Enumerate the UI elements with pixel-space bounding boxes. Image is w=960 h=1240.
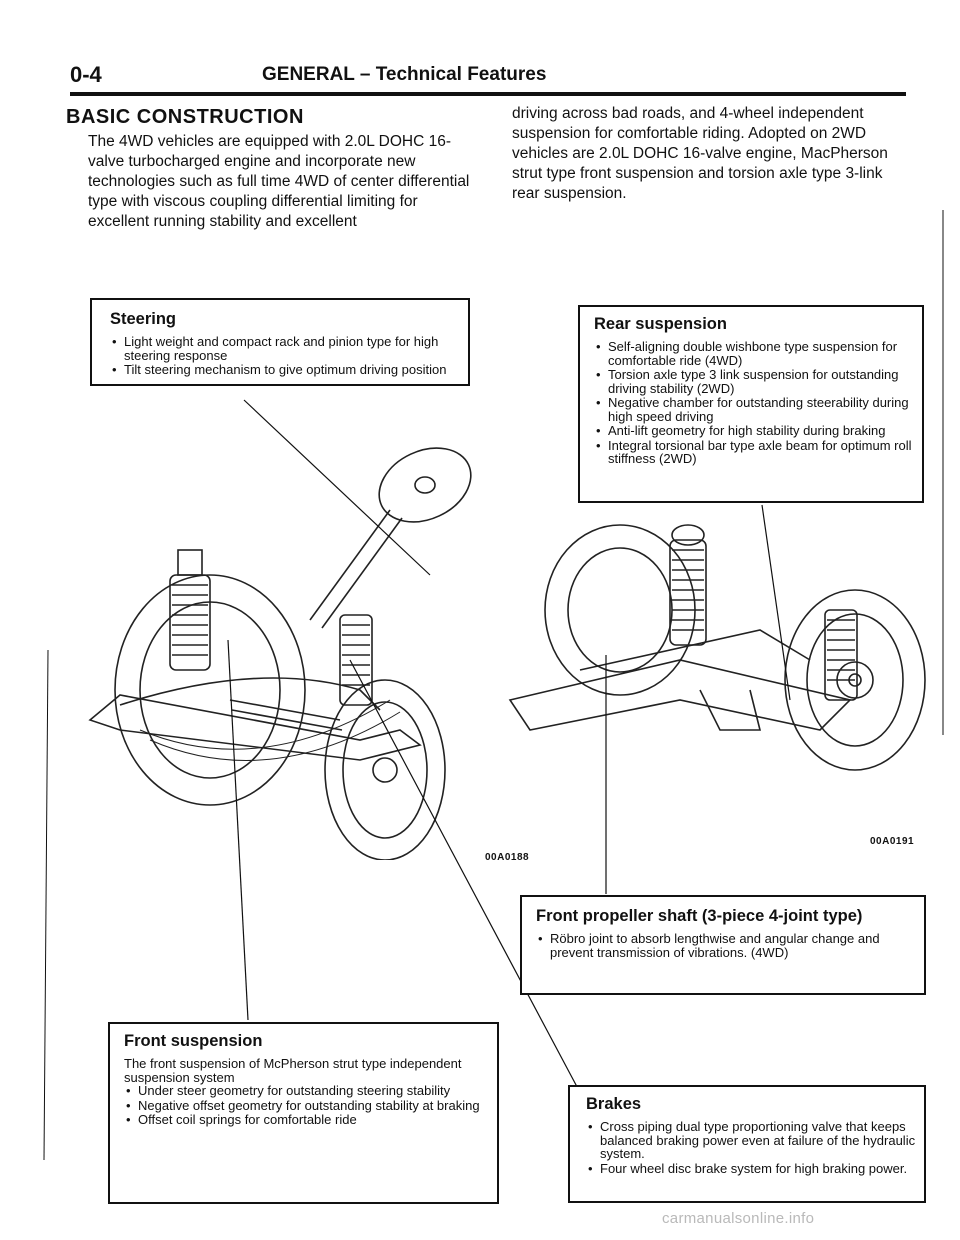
propeller-shaft-callout: Front propeller shaft (3-piece 4-joint t…: [520, 895, 926, 995]
brakes-item: Four wheel disc brake system for high br…: [586, 1161, 916, 1176]
rear-suspension-item: Torsion axle type 3 link suspension for …: [594, 368, 914, 395]
front-suspension-title: Front suspension: [124, 1032, 263, 1050]
propeller-shaft-item: Röbro joint to absorb lengthwise and ang…: [536, 932, 916, 959]
header-subtitle: Technical Features: [375, 64, 547, 85]
propeller-shaft-title: Front propeller shaft (3-piece 4-joint t…: [536, 907, 863, 925]
brakes-callout: Brakes Cross piping dual type proportion…: [568, 1085, 926, 1203]
chassis-illustration: [88, 447, 926, 860]
front-left-wheel: [114, 574, 306, 806]
figure-ref-left: 00A0188: [485, 852, 530, 863]
rear-suspension-item: Negative chamber for outstanding steerab…: [594, 396, 914, 423]
page-number: 0-4: [70, 62, 102, 87]
steering-callout: Steering Light weight and compact rack a…: [90, 298, 470, 386]
rear-suspension-callout: Rear suspension Self-aligning double wis…: [578, 305, 924, 503]
brakes-item: Cross piping dual type proportioning val…: [586, 1120, 916, 1161]
front-suspension-item: Negative offset geometry for outstanding…: [124, 1098, 489, 1113]
front-suspension-item: Under steer geometry for outstanding ste…: [124, 1084, 489, 1098]
brakes-title: Brakes: [586, 1095, 642, 1113]
section-title: BASIC CONSTRUCTION: [66, 106, 304, 128]
figure-ref-right: 00A0191: [870, 836, 915, 847]
intro-right-text: driving across bad roads, and 4-wheel in…: [512, 105, 888, 202]
intro-right-column: driving across bad roads, and 4-wheel in…: [512, 104, 910, 204]
intro-left-column: The 4WD vehicles are equipped with 2.0L …: [88, 132, 480, 232]
steering-item: Tilt steering mechanism to give optimum …: [110, 363, 450, 377]
steering-title: Steering: [110, 310, 177, 328]
front-suspension-callout: Front suspension The front suspension of…: [108, 1022, 499, 1204]
intro-left-text: The 4WD vehicles are equipped with 2.0L …: [88, 133, 470, 230]
rear-suspension-item: Anti-lift geometry for high stability du…: [594, 424, 914, 438]
steering-wheel: [378, 447, 472, 523]
rear-suspension-item: Integral torsional bar type axle beam fo…: [594, 438, 914, 466]
front-suspension-intro: The front suspension of McPherson strut …: [124, 1056, 462, 1085]
rear-suspension-item: Self-aligning double wishbone type suspe…: [594, 340, 914, 367]
rear-suspension-title: Rear suspension: [594, 315, 727, 333]
header-rule: [70, 92, 906, 96]
watermark: carmanualsonline.info: [662, 1210, 815, 1227]
header-title: GENERAL –: [262, 64, 371, 85]
steering-item: Light weight and compact rack and pinion…: [110, 335, 450, 362]
front-suspension-item: Offset coil springs for comfortable ride: [124, 1113, 489, 1127]
running-header: GENERAL – Technical Features: [262, 64, 546, 86]
